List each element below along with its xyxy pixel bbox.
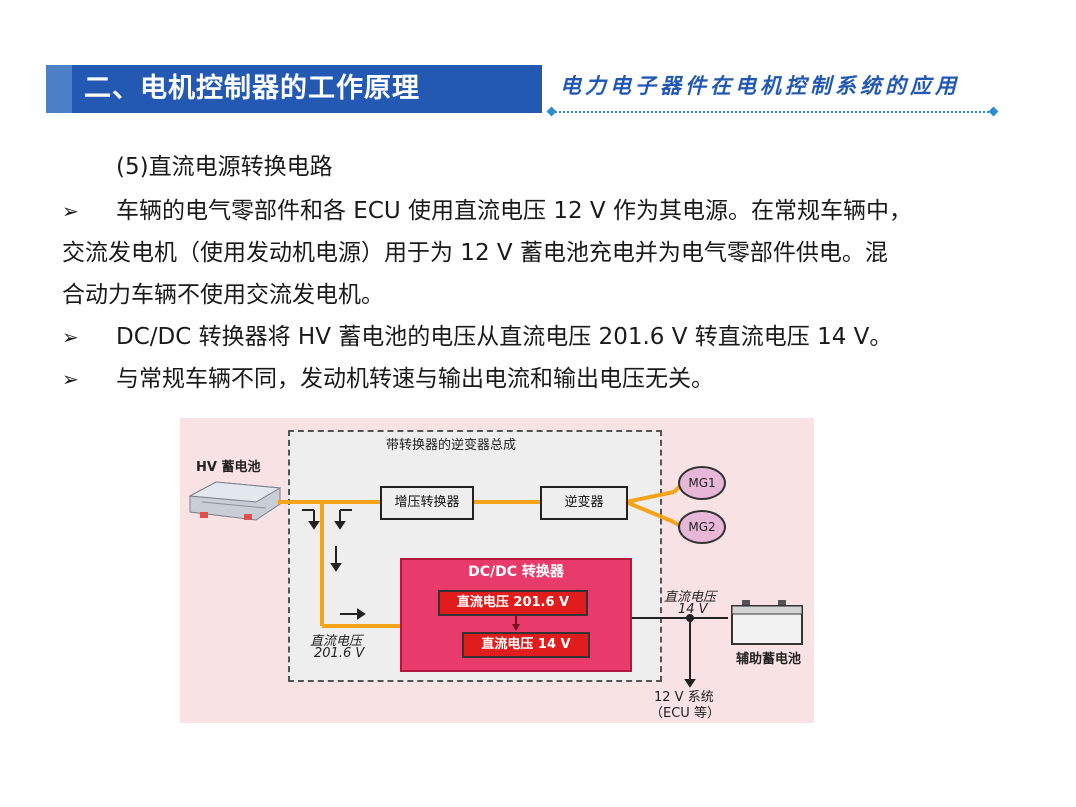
header-bar xyxy=(72,65,542,113)
inverter-assembly-label: 带转换器的逆变器总成 xyxy=(386,438,517,453)
page-subtitle: 电力电子器件在电机控制系统的应用 xyxy=(560,73,960,98)
auxiliary-battery-label: 辅助蓄电池 xyxy=(736,652,802,667)
bullet-icon: ➢ xyxy=(62,367,79,391)
boost-converter-box: 增压转换器 xyxy=(380,486,474,520)
section-heading: (5)直流电源转换电路 xyxy=(116,154,333,180)
dc-output-voltage-box: 直流电压 14 V xyxy=(462,632,590,658)
system-voltage-label: 12 V 系统 xyxy=(654,690,714,705)
power-circuit-diagram: 带转换器的逆变器总成 HV 蓄电池 xyxy=(180,418,814,723)
bullet-text-3: 与常规车辆不同，发动机转速与输出电流和输出电压无关。 xyxy=(116,366,714,392)
system-ecu-label: （ECU 等） xyxy=(650,706,720,721)
input-voltage-label: 直流电压 xyxy=(310,634,363,649)
mg1-motor: MG1 xyxy=(678,466,726,500)
bullet-text-2: DC/DC 转换器将 HV 蓄电池的电压从直流电压 201.6 V 转直流电压 … xyxy=(116,324,893,350)
dc-input-voltage-box: 直流电压 201.6 V xyxy=(438,590,588,616)
hv-battery-label: HV 蓄电池 xyxy=(196,460,261,475)
bullet-icon: ➢ xyxy=(62,325,79,349)
bullet-text-1b: 交流发电机（使用发动机电源）用于为 12 V 蓄电池充电并为电气零部件供电。混 xyxy=(62,240,888,266)
divider-diamond-left xyxy=(546,106,557,117)
mg2-motor: MG2 xyxy=(678,510,726,544)
bullet-text-1c: 合动力车辆不使用交流发电机。 xyxy=(62,282,384,308)
auxiliary-battery-icon xyxy=(731,600,803,645)
page-title: 二、电机控制器的工作原理 xyxy=(84,73,420,104)
dcdc-converter-title: DC/DC 转换器 xyxy=(468,564,564,580)
hv-battery-icon xyxy=(188,481,282,521)
header-divider xyxy=(552,111,996,113)
output-voltage-value: 14 V xyxy=(678,602,708,617)
inverter-box: 逆变器 xyxy=(540,486,628,520)
circuit-wiring xyxy=(278,484,728,688)
bullet-icon: ➢ xyxy=(62,199,79,223)
divider-diamond-right xyxy=(988,106,999,117)
bullet-text-1a: 车辆的电气零部件和各 ECU 使用直流电压 12 V 作为其电源。在常规车辆中， xyxy=(116,198,912,224)
output-voltage-label: 直流电压 xyxy=(664,590,717,605)
input-voltage-value: 201.6 V xyxy=(314,646,365,661)
header-accent-block xyxy=(46,65,72,113)
down-arrow-icon xyxy=(512,614,520,631)
